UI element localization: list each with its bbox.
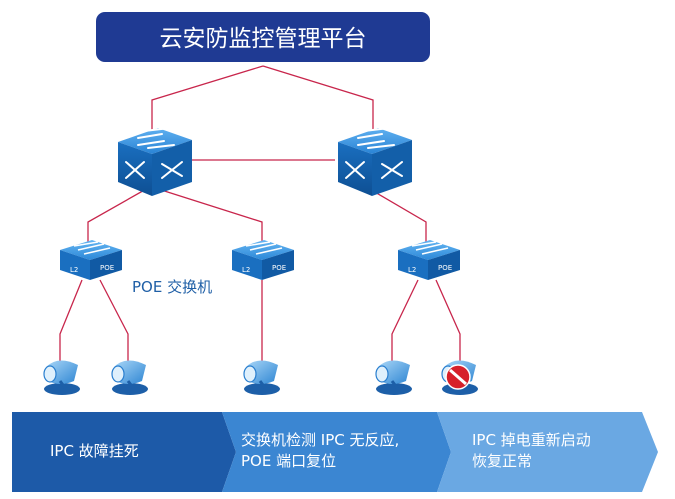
poe-badge: POE xyxy=(100,264,114,272)
step-3-line-1: IPC 掉电重新启动 xyxy=(472,431,591,449)
access-switch-icon xyxy=(397,239,461,281)
ip-camera-icon xyxy=(42,358,82,397)
access-switch-icon xyxy=(231,239,295,281)
access-switch-right: L2 POE xyxy=(397,239,461,281)
ip-camera-icon xyxy=(110,358,150,397)
ip-camera-icon xyxy=(374,358,414,397)
step-2-line-2: POE 端口复位 xyxy=(241,452,337,470)
step-3-text: IPC 掉电重新启动 恢复正常 xyxy=(472,430,591,472)
access-switch-icon xyxy=(59,239,123,281)
ip-camera-icon xyxy=(242,358,282,397)
step-3-line-2: 恢复正常 xyxy=(472,452,533,470)
poe-badge: POE xyxy=(272,264,286,272)
platform-box xyxy=(96,12,430,62)
step-1-arrow xyxy=(12,412,236,492)
l2-badge: L2 xyxy=(70,266,78,274)
platform-title: 云安防监控管理平台 xyxy=(160,26,367,52)
core-switch-left-icon xyxy=(117,127,193,197)
l2-badge: L2 xyxy=(408,266,416,274)
step-2-arrow xyxy=(222,412,451,492)
l2-badge: L2 xyxy=(242,266,250,274)
step-2-line-1: 交换机检测 IPC 无反应, xyxy=(241,431,400,449)
step-2-text: 交换机检测 IPC 无反应, POE 端口复位 xyxy=(241,430,399,472)
access-switch-middle: L2 POE xyxy=(231,239,295,281)
poe-badge: POE xyxy=(438,264,452,272)
connection-lines xyxy=(59,65,461,362)
step-3-arrow xyxy=(437,412,658,492)
faulty-camera xyxy=(440,358,480,397)
core-switch-right-icon xyxy=(337,127,413,197)
poe-switch-label: POE 交换机 xyxy=(132,278,212,296)
step-1-text: IPC 故障挂死 xyxy=(50,442,139,460)
no-entry-icon xyxy=(445,364,471,390)
access-switch-left: L2 POE xyxy=(59,239,123,281)
